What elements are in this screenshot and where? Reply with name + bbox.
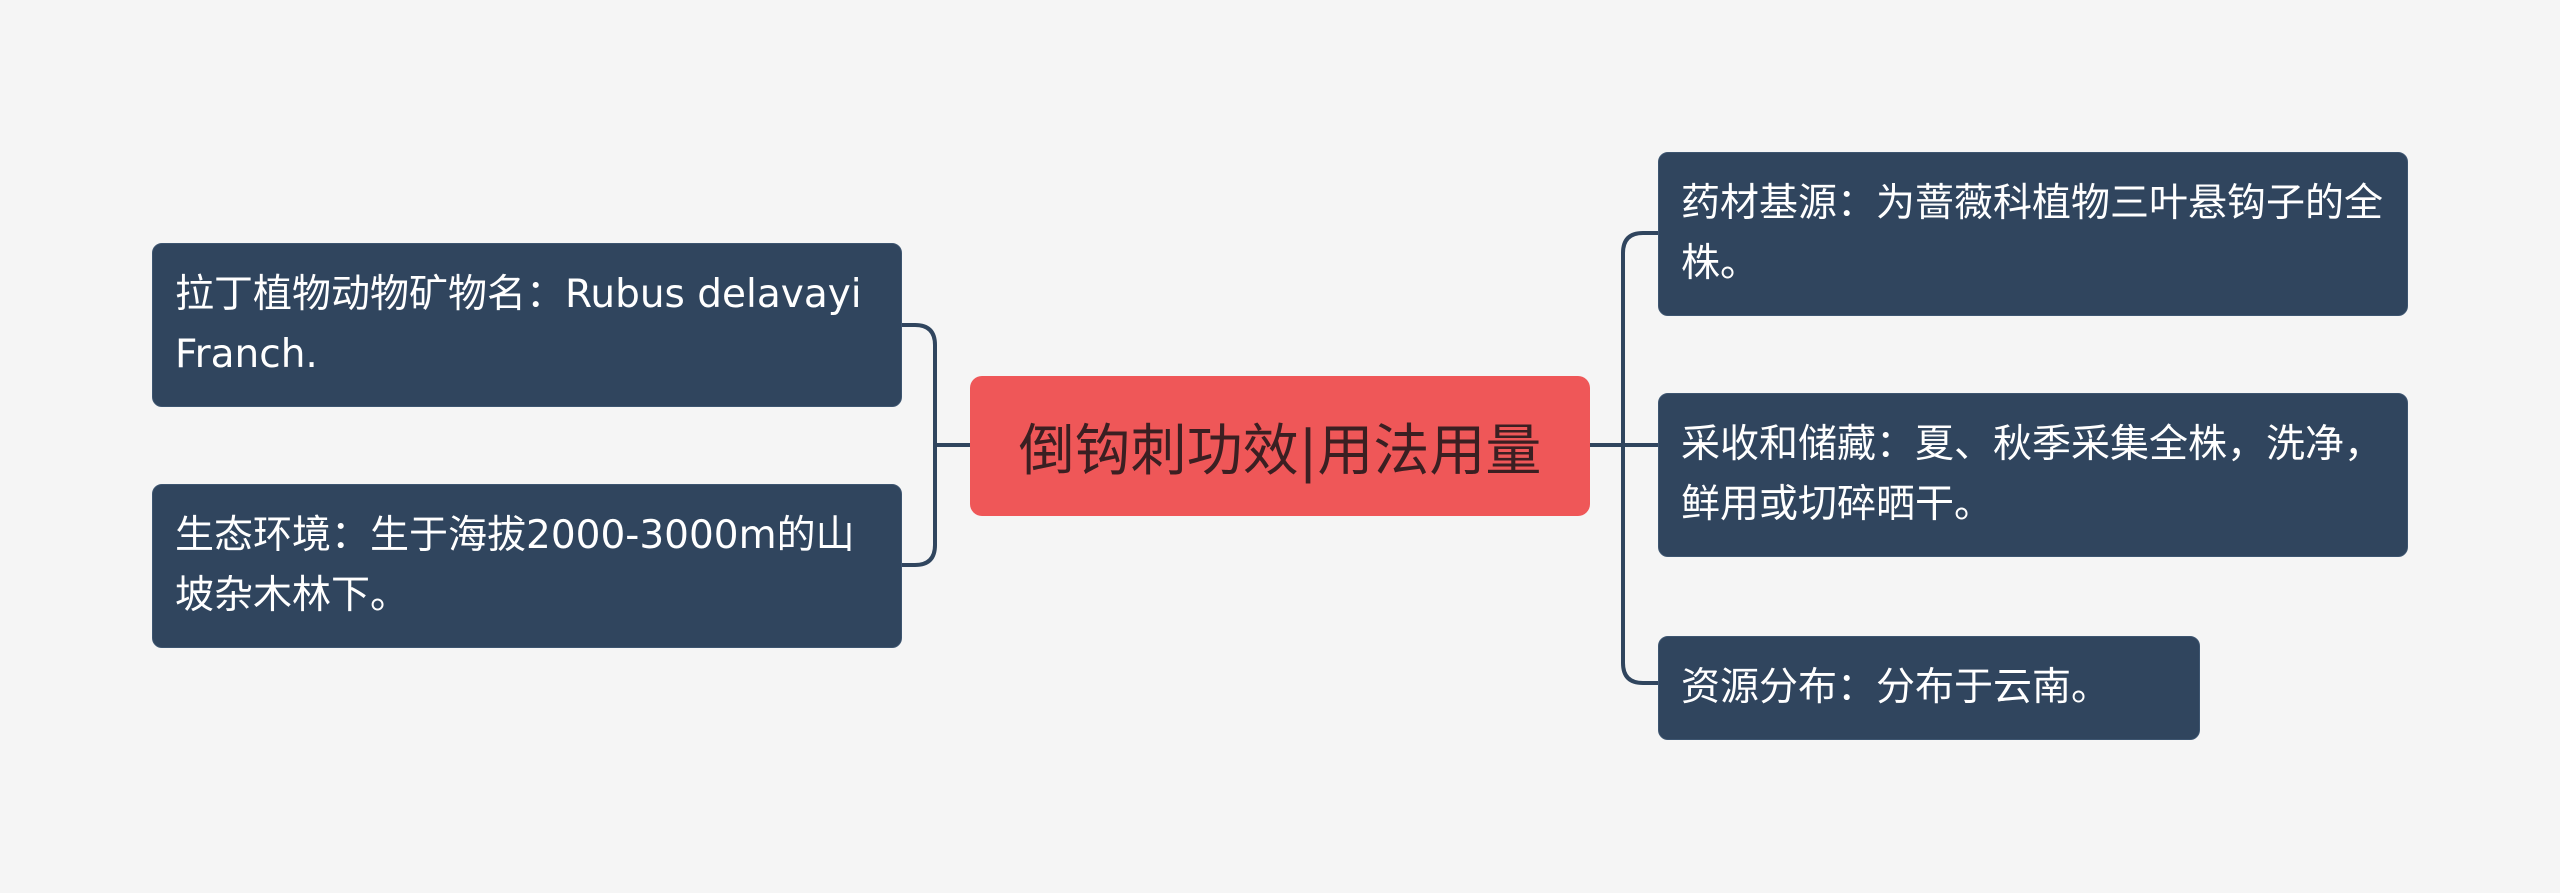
right-node-harvest-storage[interactable]: 采收和储藏：夏、秋季采集全株，洗净，鲜用或切碎晒干。 xyxy=(1658,393,2408,557)
right-node-distribution-text: 资源分布：分布于云南。 xyxy=(1681,665,2111,710)
right-node-source-text: 药材基源：为蔷薇科植物三叶悬钩子的全株。 xyxy=(1681,181,2384,286)
right-node-source[interactable]: 药材基源：为蔷薇科植物三叶悬钩子的全株。 xyxy=(1658,152,2408,316)
connector-left-branch-1 xyxy=(900,323,937,447)
connector-left-branch-2 xyxy=(900,443,937,567)
left-node-latin-name[interactable]: 拉丁植物动物矿物名：Rubus delavayi Franch. xyxy=(152,243,902,407)
central-topic[interactable]: 倒钩刺功效|用法用量 xyxy=(970,376,1590,516)
left-node-habitat-text: 生态环境：生于海拔2000-3000m的山坡杂木林下。 xyxy=(175,513,855,618)
left-node-latin-name-text: 拉丁植物动物矿物名：Rubus delavayi Franch. xyxy=(175,272,862,377)
connector-right-branch-1 xyxy=(1621,231,1660,447)
right-node-distribution[interactable]: 资源分布：分布于云南。 xyxy=(1658,636,2200,740)
left-node-habitat[interactable]: 生态环境：生于海拔2000-3000m的山坡杂木林下。 xyxy=(152,484,902,648)
right-node-harvest-storage-text: 采收和储藏：夏、秋季采集全株，洗净，鲜用或切碎晒干。 xyxy=(1681,422,2384,527)
connector-right-branch-3 xyxy=(1621,443,1660,685)
central-topic-label: 倒钩刺功效|用法用量 xyxy=(1018,418,1542,484)
